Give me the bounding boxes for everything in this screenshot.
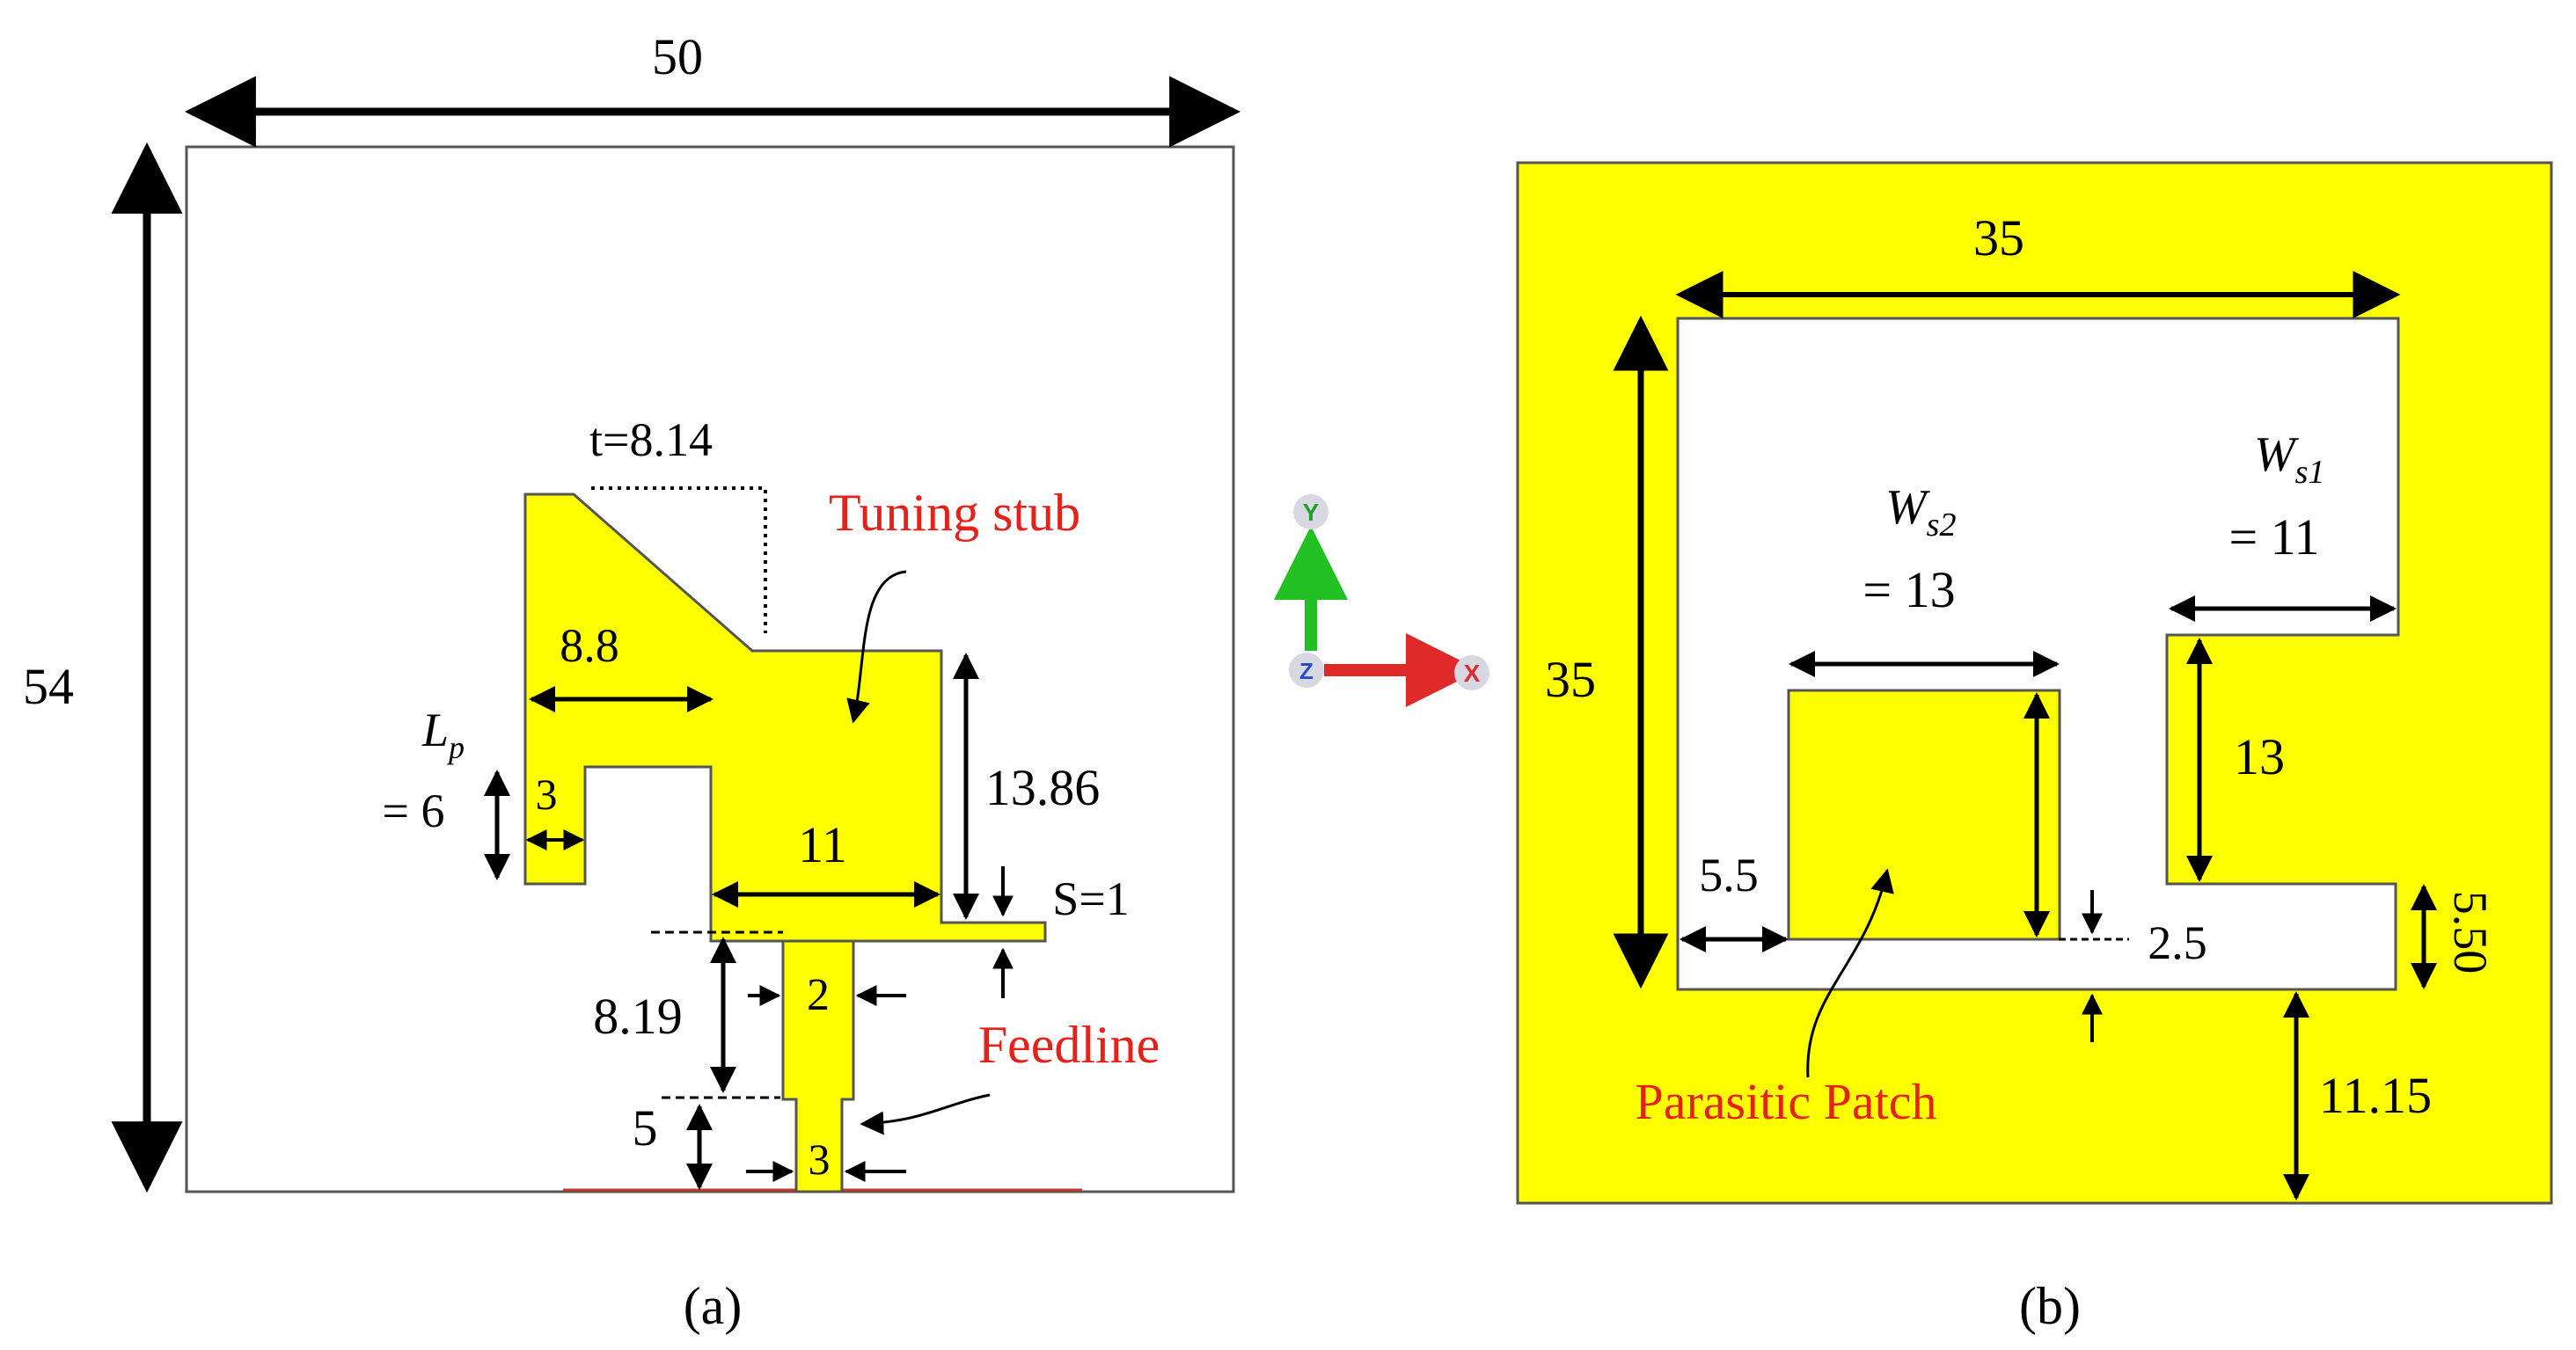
dim-11-label: 11 [798,816,847,873]
dim-1115-label: 11.15 [2319,1067,2432,1124]
dim-1386-label: 13.86 [985,759,1101,816]
dim-lp-value: = 6 [383,784,445,837]
panel-b: 35 35 Ws1 = 11 Ws2 = 13 13 5.5 2.5 5.50 … [1516,161,2553,1335]
y-axis-badge [1293,494,1328,529]
dim-55-label: 5.5 [1699,849,1759,901]
feedline-label: Feedline [978,1016,1160,1074]
z-axis-badge [1289,653,1324,688]
dim-819-label: 8.19 [593,988,683,1045]
parasitic-patch [1787,689,2061,941]
dim-ws2-symbol: Ws2 [1885,480,1956,544]
tuning-stub-callout-arrow [846,570,907,724]
tuning-stub-label: Tuning stub [829,484,1080,542]
dim-ws1-symbol: Ws1 [2254,427,2324,491]
t-dotted-line [591,486,767,633]
dim-ws1-value: = 11 [2228,508,2319,566]
caption-b: (b) [2019,1277,2081,1335]
parasitic-callout-arrow [1806,868,1894,1078]
feedline-callout-arrow [860,1093,991,1135]
dim-88-label: 8.8 [560,619,619,672]
parasitic-patch-label: Parasitic Patch [1635,1073,1936,1130]
y-axis-letter: Y [1303,499,1320,526]
dim-25-label: 2.5 [2148,916,2207,969]
dim-width-label: 50 [652,28,703,85]
dim-lp-symbol: Lp [421,704,465,765]
dim-3-notch-label: 3 [536,770,558,819]
dim-550-label: 5.50 [2444,891,2497,974]
feedline [781,939,855,1193]
dim-ws2-value: = 13 [1862,561,1955,618]
x-axis-badge [1454,655,1489,690]
axis-indicator: Y Z X [1274,494,1489,707]
dim-13-label: 13 [2234,728,2285,785]
dim-height-label: 54 [23,658,74,715]
dim-t-label: t=8.14 [589,413,713,466]
dim-s-label: S=1 [1052,872,1130,925]
caption-a: (a) [684,1277,743,1335]
dim-2-label: 2 [807,970,830,1020]
panel-a: 50 54 t=8.14 8.8 Lp = 6 3 11 13.86 S=1 8… [23,28,1241,1335]
dim-35h-label: 35 [1545,651,1596,708]
dim-5-label: 5 [633,1099,658,1157]
x-axis-letter: X [1464,660,1481,687]
radiating-patch [523,493,1047,943]
ground-plane [1516,161,2553,1205]
dim-3-feed-label: 3 [809,1135,831,1184]
z-axis-letter: Z [1299,658,1314,684]
dim-35w-label: 35 [1973,209,2024,266]
